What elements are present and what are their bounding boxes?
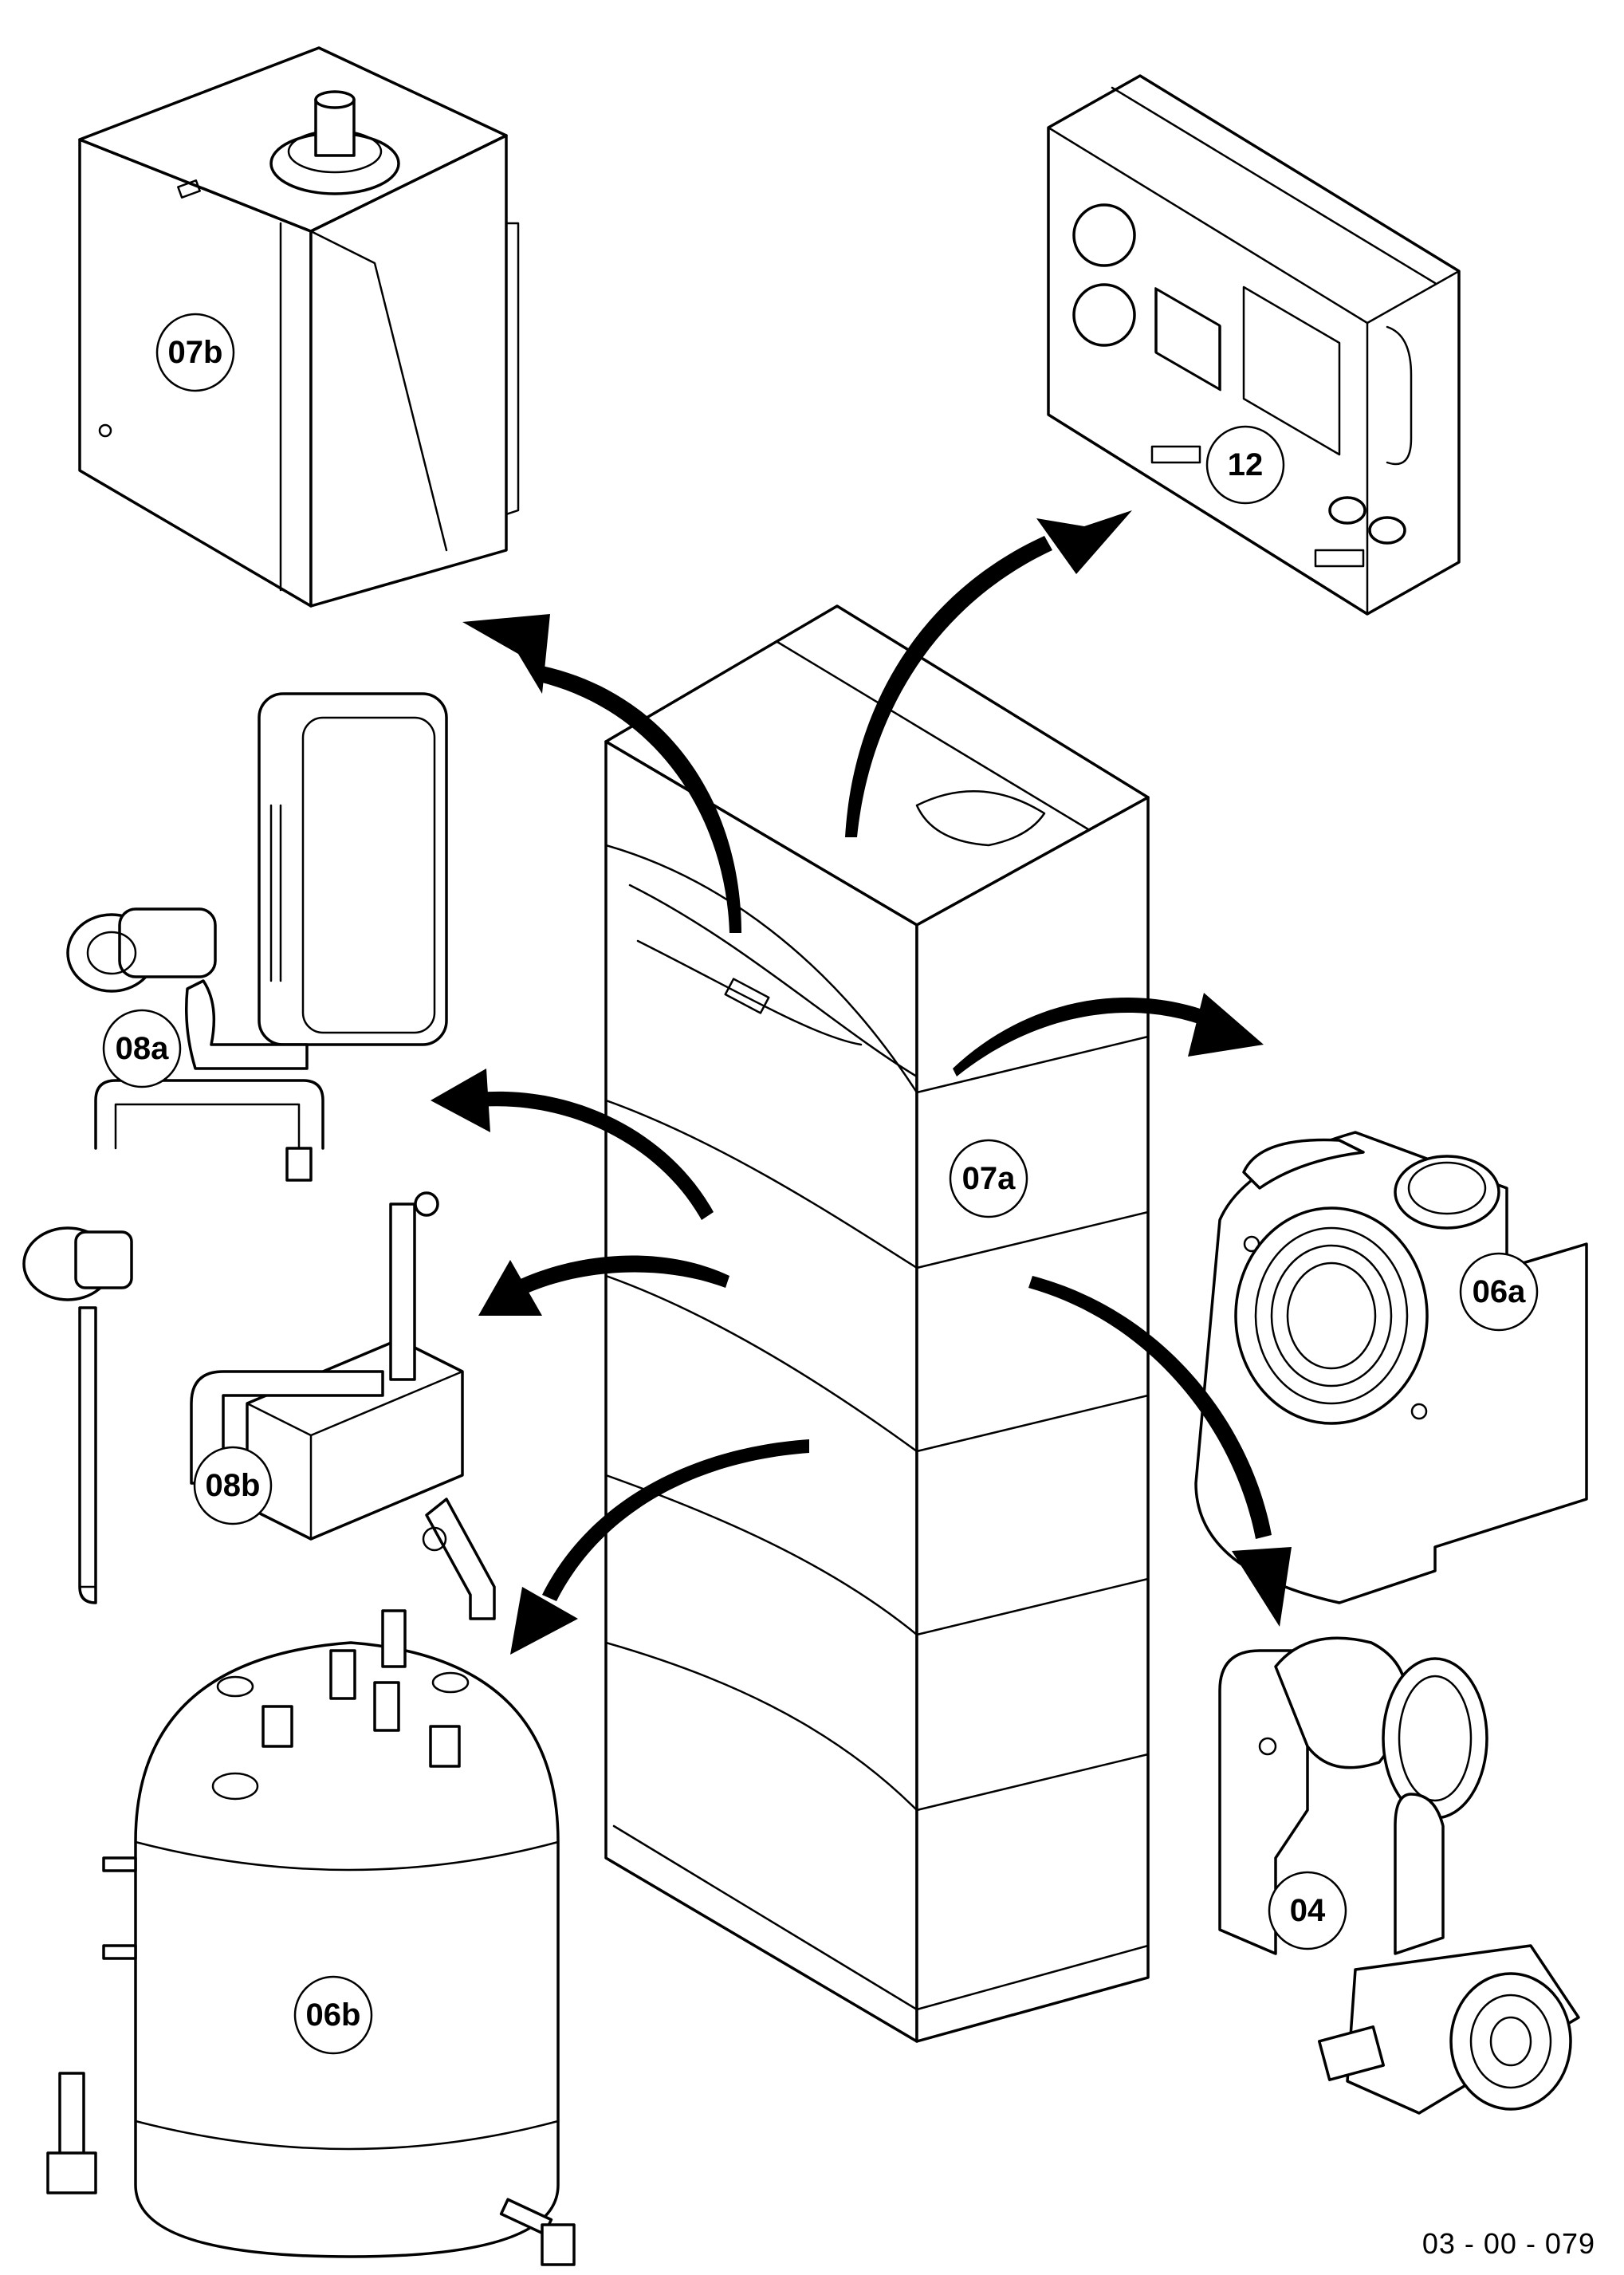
callout-08a: 08a xyxy=(102,1009,182,1088)
callout-07a-label: 07a xyxy=(962,1161,1016,1196)
callout-07b-label: 07b xyxy=(168,335,223,370)
arrow-to-control-box xyxy=(845,510,1132,837)
expansion-vessel-pump xyxy=(66,692,448,1070)
arrow-to-cylinder xyxy=(510,1439,809,1655)
control-box xyxy=(1047,74,1461,616)
arrow-to-fan-assembly xyxy=(1028,1276,1292,1627)
callout-04: 04 xyxy=(1268,1871,1347,1950)
callout-08a-label: 08a xyxy=(116,1031,169,1066)
callout-12-label: 12 xyxy=(1228,447,1264,482)
callout-12: 12 xyxy=(1205,425,1285,505)
callout-08b-label: 08b xyxy=(206,1468,261,1503)
callout-08b: 08b xyxy=(193,1446,273,1525)
callout-04-label: 04 xyxy=(1290,1893,1326,1928)
callout-07b: 07b xyxy=(155,313,235,392)
plate-heat-exchanger xyxy=(190,1191,496,1620)
callout-06b-label: 06b xyxy=(306,1998,361,2033)
casing-hood xyxy=(78,46,520,608)
hot-water-cylinder xyxy=(46,1609,576,2266)
fan-gas-valve-assembly xyxy=(1218,1636,1580,2115)
callout-06a: 06a xyxy=(1459,1252,1539,1332)
arrow-to-expansion-vessel xyxy=(431,1069,714,1220)
arrow-to-heat-exchanger xyxy=(478,1255,729,1316)
callout-06a-label: 06a xyxy=(1473,1274,1526,1309)
drawing-reference-number: 03 - 00 - 079 xyxy=(1421,2227,1595,2260)
burner-heat-cell xyxy=(1194,1131,1588,1604)
arrow-to-casing xyxy=(462,614,741,933)
flow-pipework xyxy=(22,1079,324,1604)
arrow-to-burner xyxy=(953,993,1264,1076)
callout-07a: 07a xyxy=(949,1139,1028,1218)
callout-06b: 06b xyxy=(293,1975,373,2055)
boiler-cabinet xyxy=(604,604,1150,2043)
